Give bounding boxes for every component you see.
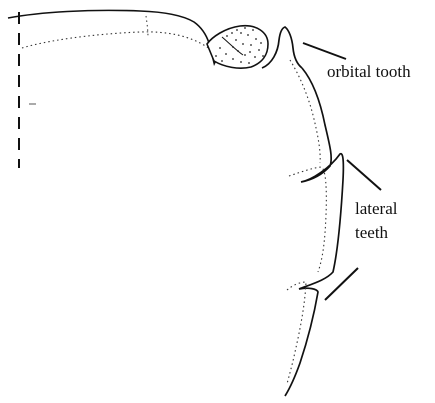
lateral-teeth-leader-upper (347, 160, 381, 190)
orbital-tooth-leader (303, 43, 346, 59)
eye-orbit (207, 26, 268, 68)
lateral-teeth-label-line2: teeth (355, 223, 388, 243)
lateral-teeth-label-line1: lateral (355, 199, 397, 219)
orbital-tooth-label: orbital tooth (327, 62, 411, 82)
lateral-teeth-leader-lower (325, 268, 358, 300)
lateral-dotted-line-mid (289, 167, 326, 272)
front-margin-outline (8, 10, 209, 43)
lateral-dotted-line-low (287, 282, 306, 384)
front-dotted-vertical (146, 16, 148, 38)
front-dotted-line (22, 32, 232, 63)
lateral-margin-outline (285, 68, 343, 396)
lateral-dotted-line (290, 60, 320, 163)
